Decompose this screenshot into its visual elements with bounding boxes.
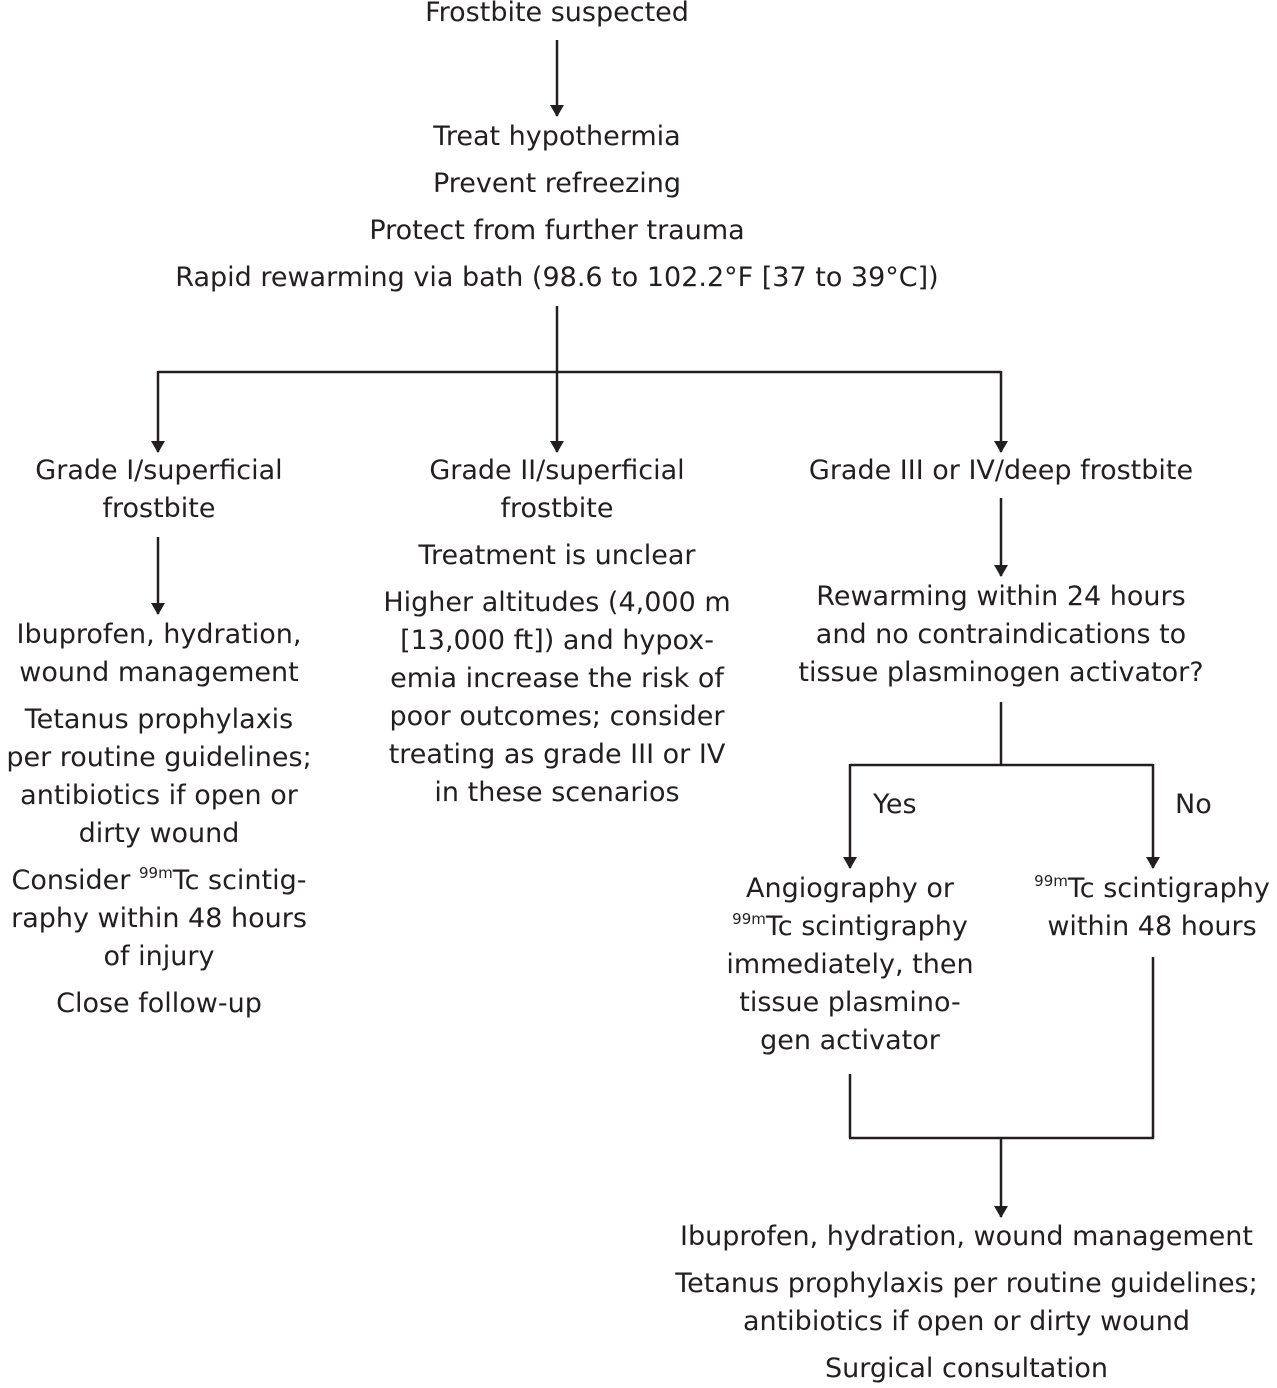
grade1-management-node: Ibuprofen, hydration, wound management T… — [0, 616, 318, 1023]
step-prevent-refreezing: Prevent refreezing — [432, 168, 682, 199]
grade2-note-line3: emia increase the risk of — [390, 663, 724, 694]
grade1-tetanus-line4: dirty wound — [78, 818, 240, 849]
grade1-followup: Close follow-up — [56, 988, 262, 1019]
final-line1: Ibuprofen, hydration, wound management — [680, 1221, 1253, 1252]
grade2-node: Grade II/superficial frostbite Treatment… — [372, 452, 742, 812]
grade2-note-line6: in these scenarios — [434, 777, 680, 808]
grade1-title-line1: Grade I/superficial — [35, 455, 283, 486]
no-outcome-isotope: 99m — [1034, 872, 1068, 890]
grade2-note-line2: [13,000 ft]) and hypox- — [400, 625, 714, 656]
yes-outcome-line2-text: Tc scintigraphy — [765, 911, 968, 942]
final-line3: antibiotics if open or dirty wound — [742, 1306, 1191, 1337]
grade1-scint-line1: Consider 99mTc scintig- — [0, 862, 318, 900]
grade1-scint-prefix: Consider — [11, 865, 139, 896]
yes-outcome-line2: 99mTc scintigraphy — [715, 908, 985, 946]
no-label: No — [1175, 789, 1212, 820]
final-line2: Tetanus prophylaxis per routine guidelin… — [675, 1268, 1258, 1299]
step-protect-trauma: Protect from further trauma — [369, 215, 745, 246]
grade2-treatment: Treatment is unclear — [418, 540, 696, 571]
grade1-scint-line2: raphy within 48 hours — [11, 903, 307, 934]
yes-outcome-line5: gen activator — [760, 1025, 940, 1056]
grade2-title-line1: Grade II/superficial — [429, 455, 685, 486]
yes-label: Yes — [873, 789, 917, 820]
grade34-question-line1: Rewarming within 24 hours — [816, 581, 1186, 612]
grade2-note-line5: treating as grade III or IV — [388, 739, 726, 770]
grade1-scint-suffix: Tc scintig- — [172, 865, 307, 896]
grade1-scint-isotope: 99m — [138, 864, 173, 882]
no-outcome-node: 99mTc scintigraphy within 48 hours — [1027, 870, 1277, 946]
grade1-title-node: Grade I/superficial frostbite — [0, 452, 318, 528]
final-line4: Surgical consultation — [825, 1353, 1108, 1384]
grade34-title-node: Grade III or IV/deep frostbite — [771, 452, 1231, 490]
yes-outcome-line4: tissue plasmino- — [739, 987, 961, 1018]
grade1-title-line2: frostbite — [102, 493, 216, 524]
yes-outcome-line3: immediately, then — [726, 949, 974, 980]
grade1-scint-line3: of injury — [103, 941, 215, 972]
grade2-note-line4: poor outcomes; consider — [389, 701, 725, 732]
grade1-tetanus-line1: Tetanus prophylaxis — [24, 704, 294, 735]
grade2-title-line2: frostbite — [500, 493, 614, 524]
grade1-mgmt-line1: Ibuprofen, hydration, — [16, 619, 302, 650]
final-management-node: Ibuprofen, hydration, wound management T… — [656, 1218, 1277, 1388]
grade34-question-line2: and no contraindications to — [815, 619, 1187, 650]
grade1-tetanus-line3: antibiotics if open or — [20, 780, 298, 811]
grade1-mgmt-line2: wound management — [19, 657, 299, 688]
yes-outcome-isotope: 99m — [732, 910, 766, 928]
no-outcome-line1-text: Tc scintigraphy — [1067, 873, 1270, 904]
grade34-question-node: Rewarming within 24 hours and no contrai… — [771, 578, 1231, 692]
grade34-question-line3: tissue plasminogen activator? — [798, 657, 1204, 688]
step-rapid-rewarming: Rapid rewarming via bath (98.6 to 102.2°… — [175, 262, 939, 293]
grade2-note-line1: Higher altitudes (4,000 m — [383, 587, 731, 618]
grade34-title: Grade III or IV/deep frostbite — [808, 455, 1194, 486]
no-outcome-line1: 99mTc scintigraphy — [1027, 870, 1277, 908]
start-node: Frostbite suspected — [357, 0, 757, 32]
step-treat-hypothermia: Treat hypothermia — [433, 121, 681, 152]
start-text: Frostbite suspected — [425, 0, 689, 28]
yes-outcome-line1: Angiography or — [746, 873, 954, 904]
yes-outcome-node: Angiography or 99mTc scintigraphy immedi… — [715, 870, 985, 1060]
grade1-tetanus-line2: per routine guidelines; — [6, 742, 312, 773]
initial-steps-node: Treat hypothermia Prevent refreezing Pro… — [107, 118, 1007, 297]
no-outcome-line2: within 48 hours — [1047, 911, 1257, 942]
